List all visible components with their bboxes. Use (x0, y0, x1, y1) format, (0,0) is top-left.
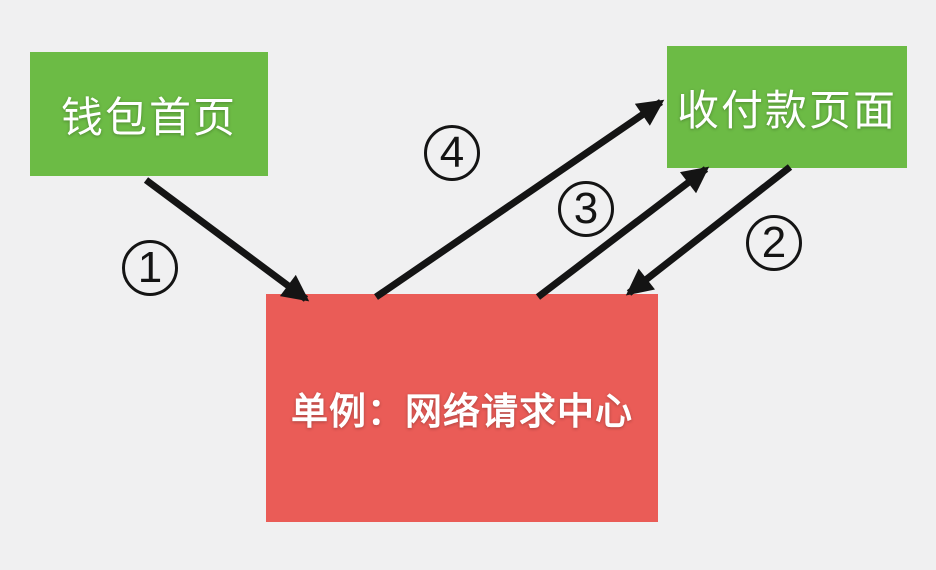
edge-label-step4: 4 (424, 125, 480, 181)
arrow-step4 (374, 99, 665, 300)
edge-label-step4-number: 4 (439, 128, 465, 177)
edge-label-step3: 3 (558, 181, 614, 237)
edge-label-step2-number: 2 (761, 218, 787, 267)
edge-label-step1: 1 (122, 240, 178, 296)
node-request-center: 单例：网络请求中心 (266, 294, 658, 522)
arrow-step3 (535, 166, 710, 300)
node-request-center-label: 单例：网络请求中心 (291, 391, 633, 432)
node-wallet-home-label: 钱包首页 (60, 93, 237, 141)
edge-label-step2: 2 (746, 215, 802, 271)
node-pay-receive: 收付款页面 (667, 46, 907, 168)
edge-label-step1-number: 1 (137, 243, 163, 292)
node-wallet-home: 钱包首页 (30, 52, 268, 176)
node-pay-receive-label: 收付款页面 (676, 86, 897, 134)
edge-label-step3-number: 3 (573, 184, 599, 233)
